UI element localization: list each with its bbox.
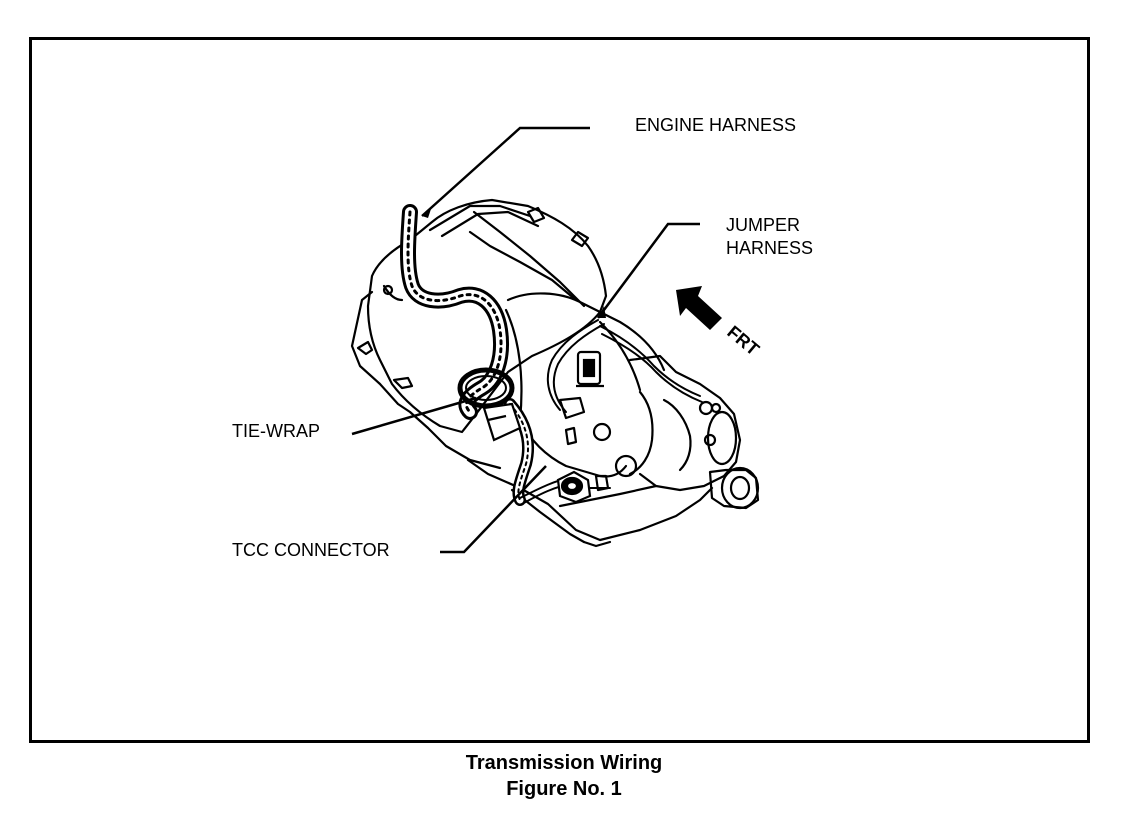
tcc-connector-body [556, 470, 592, 504]
tie-wrap-leader [351, 396, 477, 436]
jumper-harness-label-line1: JUMPER [726, 215, 800, 235]
tcc-connector-leader [440, 465, 547, 554]
jumper-harness-label-line2: HARNESS [726, 238, 813, 258]
leader-arrowheads [422, 206, 606, 318]
caption-figure-number: Figure No. 1 [506, 778, 622, 800]
jumper-connector [576, 350, 604, 388]
caption-title: Transmission Wiring [465, 752, 663, 774]
tie-wrap-label: TIE-WRAP [232, 421, 320, 441]
engine-harness-label: ENGINE HARNESS [635, 115, 796, 135]
figure-frame [29, 37, 1090, 743]
tcc-connector-label: TCC CONNECTOR [232, 540, 390, 560]
front-label: FRT [723, 322, 763, 360]
engine-harness-leader [421, 126, 590, 217]
leader-lines [351, 126, 700, 554]
front-direction-arrow-icon [676, 286, 722, 330]
engine-harness-conduit [400, 204, 535, 506]
jumper-harness-leader [596, 222, 700, 319]
tie-wrap-clip [482, 402, 522, 442]
